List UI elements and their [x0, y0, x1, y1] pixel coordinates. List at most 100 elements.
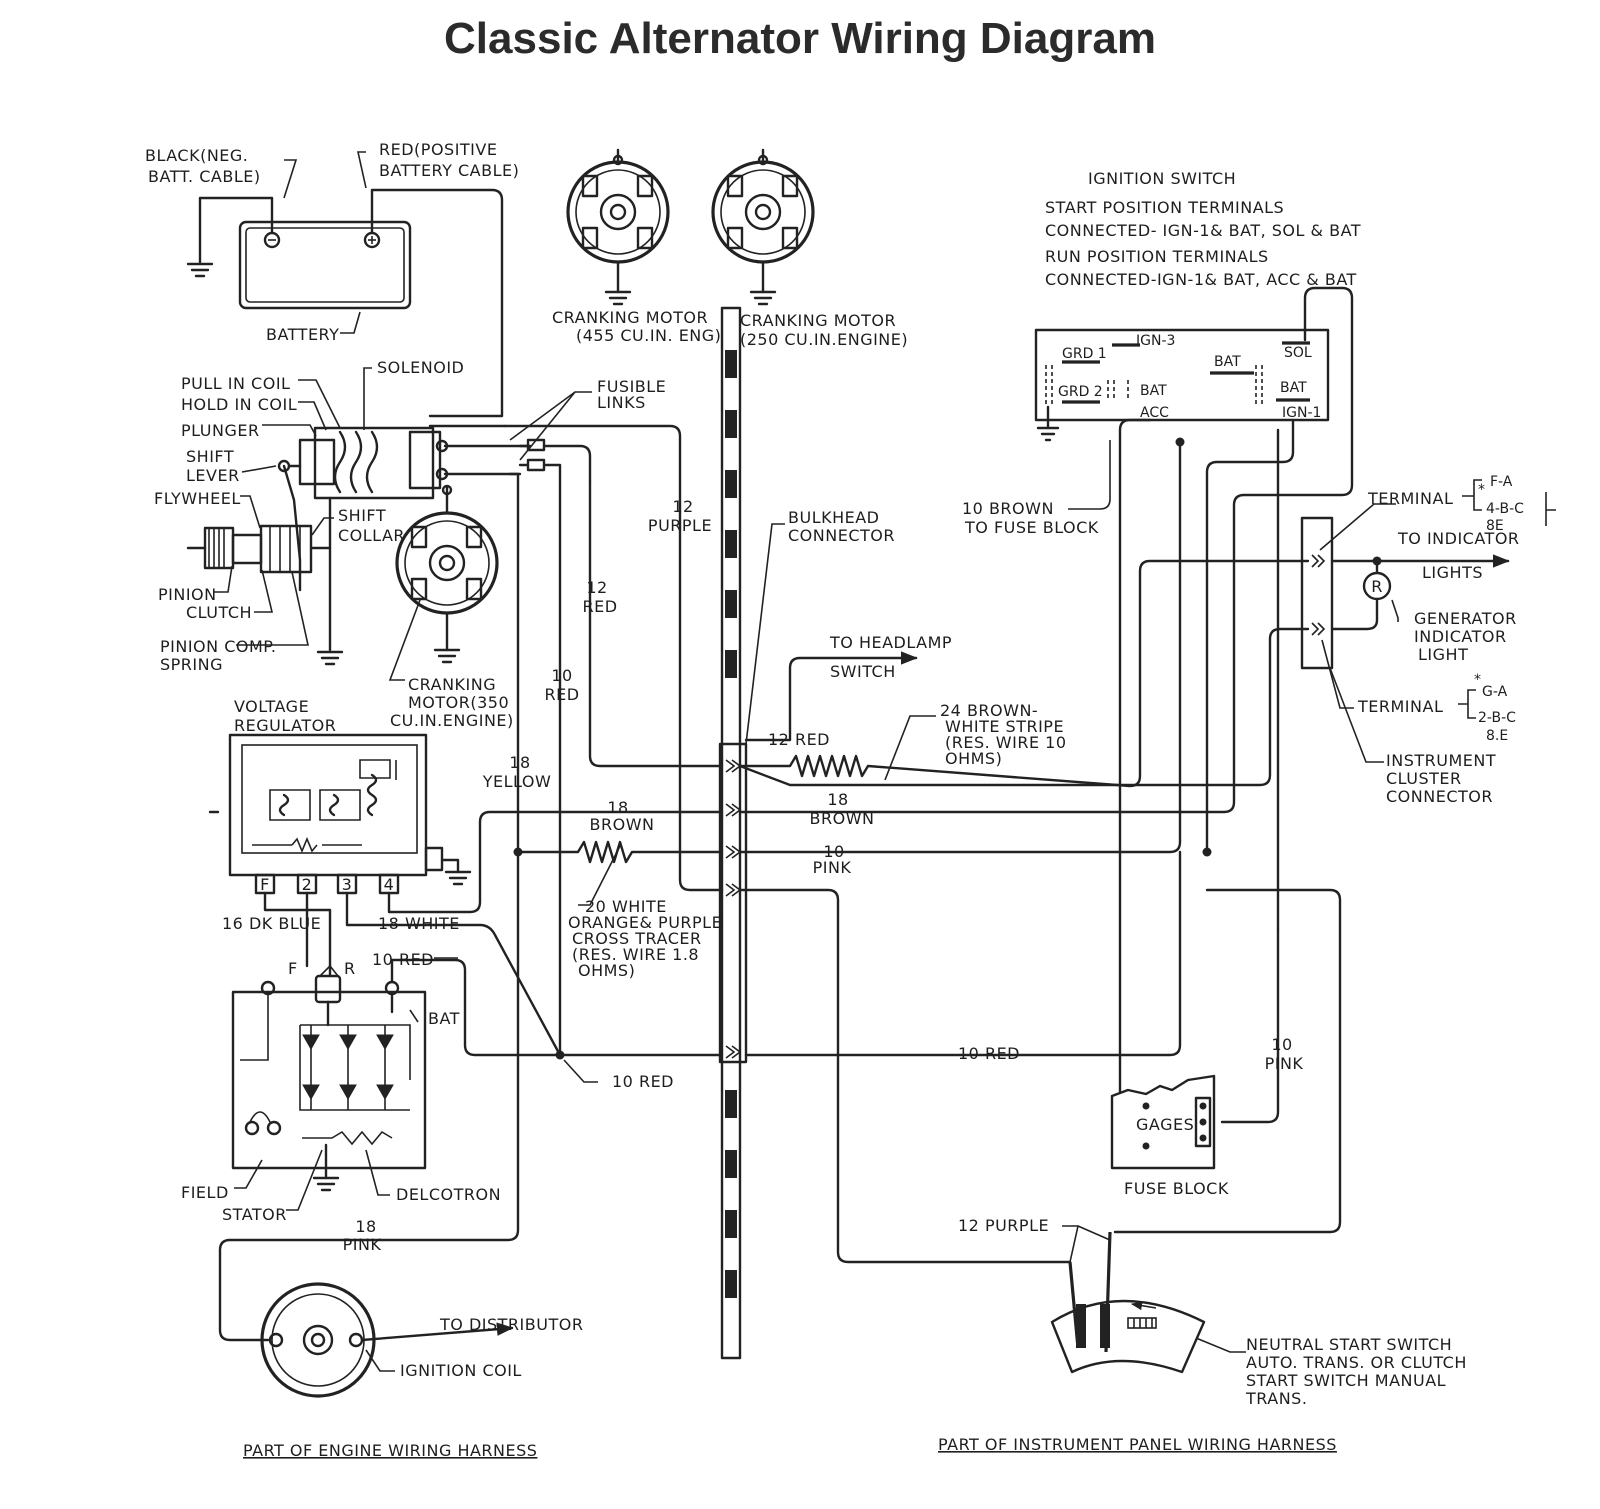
r-label: R [344, 959, 356, 978]
wire-18-yellow-label-1: 18 [509, 753, 530, 772]
wire-10-red-label-1: 10 [551, 666, 572, 685]
motor-250-label-1: CRANKING MOTOR [740, 311, 896, 330]
wire-16-dk-blue [263, 891, 332, 968]
f-label: F [288, 959, 298, 978]
neutral-switch-label-2: AUTO. TRANS. OR CLUTCH [1246, 1353, 1467, 1372]
red-12-right-label: 12 RED [768, 730, 830, 749]
brown-24-label-2: WHITE STRIPE [945, 717, 1064, 736]
resistor-wire-24-brown [738, 559, 1310, 788]
engine-harness-label: PART OF ENGINE WIRING HARNESS [243, 1441, 537, 1460]
pink-18-label-2: PINK [343, 1235, 382, 1254]
reg-terminal-f: F [260, 875, 270, 894]
bat-switch-left-label: BAT [1140, 383, 1167, 399]
cranking-motor-455 [566, 148, 670, 306]
gages-label: GAGES [1136, 1115, 1194, 1134]
cluster-label-2: CLUSTER [1386, 769, 1462, 788]
bat-switch-top-label: BAT [1214, 354, 1241, 370]
voltage-regulator [208, 733, 472, 895]
grd-2-label: GRD 2 [1058, 384, 1103, 400]
starter-drive [186, 459, 332, 652]
brown-18-left-label-1: 18 [607, 798, 628, 817]
red-10-right-label: 10 RED [958, 1044, 1020, 1063]
start-position-label-2: CONNECTED- IGN-1& BAT, SOL & BAT [1045, 221, 1361, 240]
sol-label: SOL [1284, 345, 1312, 361]
neutral-switch-label-1: NEUTRAL START SWITCH [1246, 1335, 1452, 1354]
wire-18-white [345, 891, 562, 1057]
motor-455-label-1: CRANKING MOTOR [552, 308, 708, 327]
battery-cables [198, 151, 504, 418]
terminal-8e-top-label: 8E [1486, 518, 1504, 534]
shift-lever-label-1: SHIFT [186, 447, 234, 466]
ignition-coil [260, 1282, 514, 1398]
black-neg-label-2: BATT. CABLE) [148, 167, 261, 186]
brown-10-label-1: 10 BROWN [962, 499, 1054, 518]
delcotron-alternator [231, 964, 427, 1192]
brown-18-right-label-1: 18 [827, 790, 848, 809]
ignition-switch [1034, 328, 1330, 442]
wire-instrument-panel [738, 286, 1354, 814]
start-position-label-1: START POSITION TERMINALS [1045, 198, 1284, 217]
terminal-4bc-label: 4-B-C [1486, 501, 1524, 517]
battery-label: BATTERY [266, 325, 339, 344]
reg-terminal-3: 3 [342, 875, 353, 894]
motor-350-label-3: CU.IN.ENGINE) [390, 711, 514, 730]
voltage-regulator-label-2: REGULATOR [234, 716, 336, 735]
pinion-clutch-label-1: PINION [158, 585, 217, 604]
stator-label: STATOR [222, 1205, 287, 1224]
terminal-top-label: TERMINAL [1367, 489, 1453, 508]
white-20-label-5: OHMS) [578, 961, 635, 980]
brown-24-label-1: 24 BROWN- [940, 701, 1038, 720]
junction-dot [1175, 437, 1185, 447]
neutral-start-switch [1050, 1225, 1246, 1374]
pinion-spring-label-2: SPRING [160, 655, 223, 674]
motor-250-label-2: (250 CU.IN.ENGINE) [740, 330, 908, 349]
battery [238, 220, 412, 310]
starter-ground [316, 650, 344, 666]
pink-10-right-label-2: PINK [1265, 1054, 1304, 1073]
fusible-links-label-1: FUSIBLE [597, 377, 666, 396]
pinion-clutch-label-2: CLUTCH [186, 603, 252, 622]
terminal-8e-bottom-label: 8.E [1486, 728, 1508, 744]
starter-solenoid [298, 424, 532, 500]
terminal-bottom-label: TERMINAL [1357, 697, 1443, 716]
red-pos-label-2: BATTERY CABLE) [379, 161, 519, 180]
cluster-label-1: INSTRUMENT [1386, 751, 1496, 770]
to-indicator-label-1: TO INDICATOR [1397, 529, 1520, 548]
wire-to-headlamp [744, 651, 918, 742]
shift-collar-label-1: SHIFT [338, 506, 386, 525]
fuse-block-label: FUSE BLOCK [1124, 1179, 1229, 1198]
wire-12-purple-neutral [738, 888, 1072, 1264]
terminal-ga-label: G-A [1482, 684, 1508, 700]
to-headlamp-label-2: SWITCH [830, 662, 896, 681]
to-indicator-label-2: LIGHTS [1422, 563, 1483, 582]
resistor-wire-20-white [516, 840, 724, 864]
ignition-coil-label: IGNITION COIL [400, 1361, 522, 1380]
brown-18-right-label-2: BROWN [810, 809, 875, 828]
brown-10-label-2: TO FUSE BLOCK [964, 518, 1099, 537]
white-20-label-3: CROSS TRACER [572, 929, 702, 948]
white-20-label-2: ORANGE& PURPLE [568, 913, 722, 932]
fusible-links [503, 391, 724, 1057]
pink-18-label-1: 18 [355, 1217, 376, 1236]
white-18-label: 18 WHITE [378, 914, 460, 933]
pink-10-right-label-1: 10 [1271, 1035, 1292, 1054]
wire-10-pink-mid [738, 438, 1182, 854]
gen-light-label-3: LIGHT [1418, 645, 1468, 664]
bat-switch-right-label: BAT [1280, 380, 1307, 396]
wire-18-yellow-label-2: YELLOW [482, 772, 552, 791]
to-headlamp-label-1: TO HEADLAMP [829, 633, 952, 652]
bulkhead-connector [718, 306, 785, 1360]
wire-12-red [588, 480, 724, 768]
wire-12-purple-label-2: PURPLE [648, 516, 712, 535]
wire-12-purple-label-1: 12 [672, 497, 693, 516]
panel-harness-label: PART OF INSTRUMENT PANEL WIRING HARNESS [938, 1435, 1337, 1454]
terminal-2bc-label: 2-B-C [1478, 710, 1516, 726]
to-distributor-label: TO DISTRIBUTOR [439, 1315, 583, 1334]
motor-350-label-2: MOTOR(350 [408, 693, 509, 712]
run-position-label-2: CONNECTED-IGN-1& BAT, ACC & BAT [1045, 270, 1357, 289]
white-20-label-4: (RES. WIRE 1.8 [572, 945, 699, 964]
ground-symbol [186, 262, 214, 278]
field-label: FIELD [181, 1183, 229, 1202]
flywheel-label: FLYWHEEL [154, 489, 241, 508]
pinion-spring-label-1: PINION COMP. [160, 637, 277, 656]
